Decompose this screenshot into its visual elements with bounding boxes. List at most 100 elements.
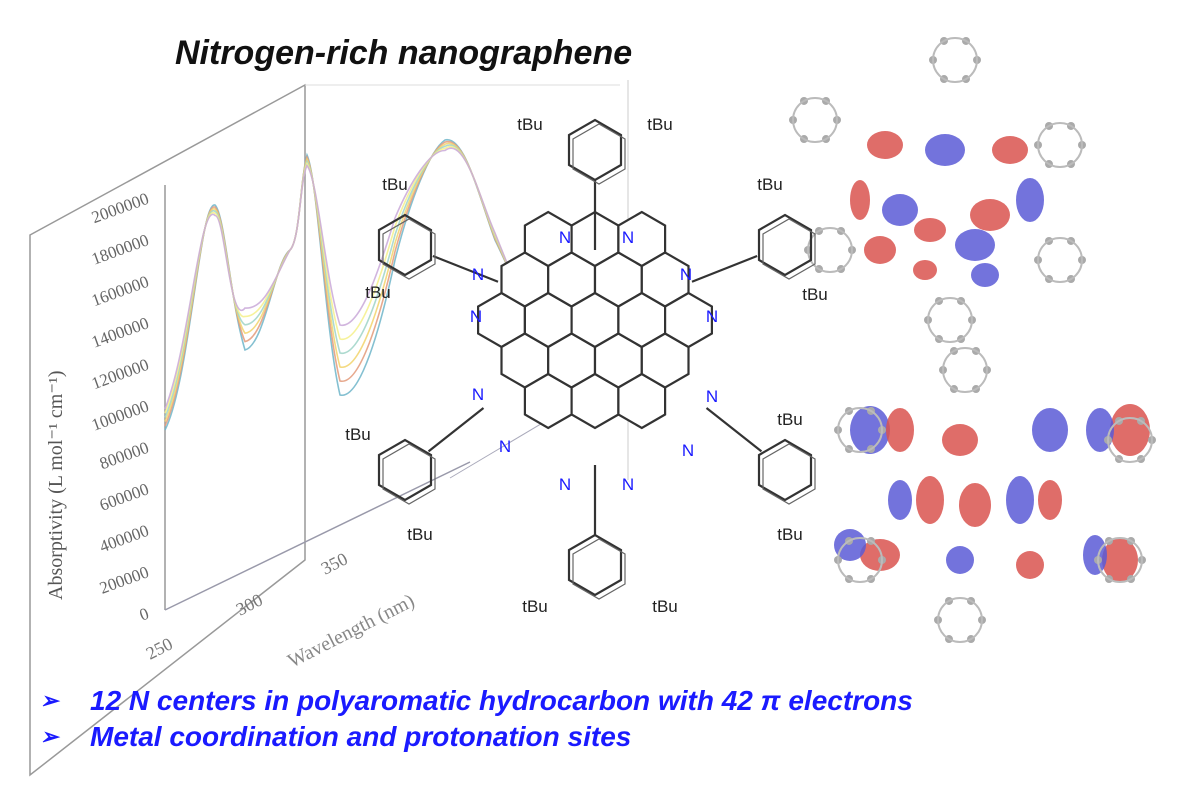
aryl-ring <box>757 438 813 502</box>
tbu-label: tBu <box>345 425 371 444</box>
orbital-lobe <box>1032 408 1068 452</box>
bond <box>427 407 485 453</box>
spectrum-line <box>164 147 541 410</box>
nitrogen-label: N <box>622 475 634 494</box>
aromatic-ring <box>663 291 714 349</box>
bond <box>691 254 758 283</box>
arrow-bullet-icon: ➢ <box>40 724 59 749</box>
aryl-ring <box>757 213 813 277</box>
nitrogen-label: N <box>472 265 484 284</box>
nitrogen-label: N <box>472 385 484 404</box>
y-tick-label: 600000 <box>97 479 151 514</box>
orbital-lobe <box>914 218 946 242</box>
orbital-lobe <box>864 236 896 264</box>
x-axis-label: Wavelength (nm) <box>284 590 418 673</box>
aryl-ring-shadow <box>762 443 816 505</box>
orbital-lobe <box>925 134 965 166</box>
orbital-lobe <box>1038 480 1062 520</box>
orbital-lobe <box>916 476 944 524</box>
orbital-lobe <box>888 480 912 520</box>
x-tick-label: 350 <box>318 548 351 578</box>
orbital-lobe <box>1110 404 1150 456</box>
aryl-ring-shadow <box>572 538 626 600</box>
orbital-lobe <box>882 194 918 226</box>
tbu-label: tBu <box>652 597 678 616</box>
aryl-ring-shadow <box>572 123 626 185</box>
orbital-lobe <box>955 229 995 261</box>
orbital-lobe <box>1006 476 1034 524</box>
orbital-lobe <box>886 408 914 452</box>
aryl-ring <box>377 438 433 502</box>
nitrogen-label: N <box>559 475 571 494</box>
bullet-list: ➢ 12 N centers in polyaromatic hydrocarbo… <box>40 683 913 755</box>
orbital-lobe <box>1083 535 1107 575</box>
aryl-ring <box>567 118 623 182</box>
tbu-label: tBu <box>802 285 828 304</box>
nitrogen-label: N <box>680 265 692 284</box>
tbu-label: tBu <box>517 115 543 134</box>
figure-title: Nitrogen-rich nanographene <box>175 34 633 72</box>
aryl-ring-shadow <box>382 218 436 280</box>
tbu-label: tBu <box>407 525 433 544</box>
orbital-lobe <box>834 529 866 561</box>
bullet-text: 12 N centers in polyaromatic hydrocarbon… <box>90 685 913 716</box>
orbital-lobe <box>970 199 1010 231</box>
nitrogen-label: N <box>559 228 571 247</box>
orbital-lobe <box>850 406 890 454</box>
y-tick-label: 1200000 <box>89 355 151 393</box>
tbu-label: tBu <box>382 175 408 194</box>
orbital-lobe <box>850 180 870 220</box>
phenyl-ring <box>927 297 973 343</box>
phenyl-ring <box>792 97 838 143</box>
y-tick-label: 0 <box>137 604 151 625</box>
arrow-bullet-icon: ➢ <box>40 688 59 713</box>
orbital-lobe <box>946 546 974 574</box>
y-tick-label: 400000 <box>97 521 151 556</box>
aryl-ring-shadow <box>762 218 816 280</box>
orbital-lobe <box>1102 538 1138 582</box>
tbu-label: tBu <box>777 410 803 429</box>
y-tick-label: 1800000 <box>89 230 151 268</box>
nitrogen-label: N <box>499 437 511 456</box>
orbital-lobe <box>959 483 991 527</box>
bond <box>705 407 763 453</box>
phenyl-ring <box>1107 417 1153 463</box>
tbu-label: tBu <box>522 597 548 616</box>
y-tick-label: 200000 <box>97 562 151 597</box>
phenyl-ring <box>1037 237 1083 283</box>
nitrogen-label: N <box>706 307 718 326</box>
phenyl-ring <box>937 597 983 643</box>
tbu-label: tBu <box>757 175 783 194</box>
x-tick-label: 250 <box>143 633 176 663</box>
orbital-lobe <box>942 424 978 456</box>
phenyl-ring <box>807 227 853 273</box>
y-tick-label: 1000000 <box>89 396 151 434</box>
phenyl-ring <box>837 537 883 583</box>
y-tick-label: 800000 <box>97 438 151 473</box>
aryl-ring <box>567 533 623 597</box>
y-tick-label: 1600000 <box>89 272 151 310</box>
x-axis <box>164 461 471 611</box>
y-tick-label: 2000000 <box>89 189 151 227</box>
nitrogen-label: N <box>706 387 718 406</box>
bullet-item: ➢ 12 N centers in polyaromatic hydrocarbo… <box>40 683 913 719</box>
bullet-item: ➢ Metal coordination and protonation site… <box>40 719 913 755</box>
orbital-lobe <box>971 263 999 287</box>
orbital-lobe <box>913 260 937 280</box>
orbital-lobe <box>867 131 903 159</box>
aryl-ring <box>377 213 433 277</box>
orbital-lobe <box>992 136 1028 164</box>
tbu-label: tBu <box>777 525 803 544</box>
bond <box>432 254 499 283</box>
phenyl-ring <box>1037 122 1083 168</box>
phenyl-ring <box>837 407 883 453</box>
orbital-lobe <box>1016 551 1044 579</box>
tbu-label: tBu <box>647 115 673 134</box>
orbital-diagrams <box>789 36 1156 644</box>
phenyl-ring <box>942 347 988 393</box>
bullet-text: Metal coordination and protonation sites <box>90 721 632 752</box>
orbital-lobe <box>860 539 900 571</box>
